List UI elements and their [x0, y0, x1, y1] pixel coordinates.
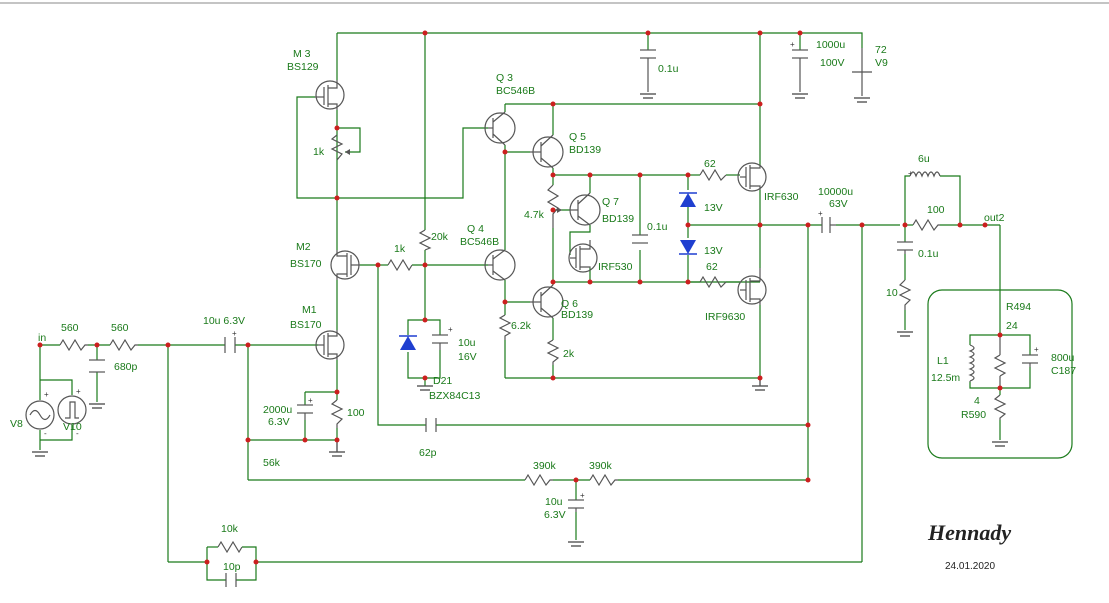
svg-text:+: + [1034, 345, 1039, 354]
zener-bot-label: 13V [704, 245, 723, 257]
polarity-marks: + + + + + + + + + - - + [44, 40, 1039, 500]
date-label: 24.01.2020 [945, 561, 995, 572]
q3-name: Q 3 [496, 72, 513, 84]
c01-top-label: 0.1u [658, 63, 679, 75]
r56k-label: 56k [263, 457, 281, 469]
r590-name: R590 [961, 409, 986, 421]
c680p-label: 680p [114, 361, 138, 373]
labels: M 3 BS129 1k Q 3 BC546B Q 5 BD139 4.7k Q… [10, 39, 1076, 573]
l1-name: L1 [937, 355, 949, 367]
l1-value: 12.5m [931, 372, 960, 384]
resistors [59, 134, 1007, 554]
inductor-6u-label: 6u [918, 153, 930, 165]
r-out100-label: 100 [927, 204, 945, 216]
m2-name: M2 [296, 241, 311, 253]
svg-text:+: + [448, 325, 453, 334]
c62p-label: 62p [419, 447, 437, 459]
r2k-label: 2k [563, 348, 575, 360]
pot-label: 4.7k [524, 209, 545, 221]
input-label: in [38, 332, 46, 344]
q5-type: BD139 [569, 144, 601, 156]
junction-dots [37, 30, 1003, 565]
wires [39, 32, 1031, 581]
r20k-label: 20k [431, 231, 449, 243]
q6-type: BD139 [561, 309, 593, 321]
c2000u-voltage: 6.3V [268, 416, 290, 428]
r10k-label: 10k [221, 523, 239, 535]
r390a-label: 390k [533, 460, 557, 472]
r62-bot-label: 62 [706, 261, 718, 273]
svg-text:+: + [790, 40, 795, 49]
capacitors [89, 49, 1038, 587]
svg-text:+: + [818, 209, 823, 218]
v10-label: V10 [63, 421, 82, 433]
c100v-label: 100V [820, 57, 845, 69]
svg-text:-: - [76, 429, 79, 438]
m3-type: BS129 [287, 61, 319, 73]
d21-name: D21 [433, 375, 452, 387]
c2000u-label: 2000u [263, 404, 292, 416]
grounds [32, 93, 1008, 547]
svg-text:+: + [76, 387, 81, 396]
m2-type: BS170 [290, 258, 322, 270]
r62-top-label: 62 [704, 158, 716, 170]
d21-type: BZX84C13 [429, 390, 481, 402]
r-gate-label: 1k [394, 243, 406, 255]
supply-name: V9 [875, 57, 888, 69]
c10000u-label: 10000u [818, 186, 853, 198]
c10u63-label: 10u 6.3V [203, 315, 245, 327]
supply-value: 72 [875, 44, 887, 56]
m1-type: BS170 [290, 319, 322, 331]
c187-name: C187 [1051, 365, 1076, 377]
m3-name: M 3 [293, 48, 311, 60]
irf630-type: IRF630 [764, 191, 799, 203]
v8-label: V8 [10, 418, 23, 430]
zener-diodes [399, 192, 697, 350]
r6k2-label: 6.2k [511, 320, 532, 332]
r100-src-label: 100 [347, 407, 365, 419]
signal-sources [25, 48, 872, 430]
c1000u-label: 1000u [816, 39, 845, 51]
c10u-label: 10u [458, 337, 476, 349]
m1-name: M1 [302, 304, 317, 316]
c16v-label: 16V [458, 351, 477, 363]
c01-out-label: 0.1u [918, 248, 939, 260]
r390b-label: 390k [589, 460, 613, 472]
svg-text:+: + [232, 329, 237, 338]
r590-value: 4 [974, 395, 980, 407]
c10u-fb-label: 10u [545, 496, 563, 508]
svg-text:+: + [580, 491, 585, 500]
q4-name: Q 4 [467, 223, 484, 235]
r10-label: 10 [886, 287, 898, 299]
q7-type: BD139 [602, 213, 634, 225]
r-in2-label: 560 [111, 322, 129, 334]
q6-name: Q 6 [561, 298, 578, 310]
q5-name: Q 5 [569, 131, 586, 143]
svg-text:+: + [44, 390, 49, 399]
c10000u-voltage: 63V [829, 198, 848, 210]
out2-label: out2 [984, 212, 1005, 224]
c01-mid-label: 0.1u [647, 221, 668, 233]
irf530-type: IRF530 [598, 261, 633, 273]
c187-value: 800u [1051, 352, 1075, 364]
c10p-label: 10p [223, 561, 241, 573]
q7-name: Q 7 [602, 196, 619, 208]
r-in1-label: 560 [61, 322, 79, 334]
zener-top-label: 13V [704, 202, 723, 214]
inductors [909, 171, 975, 382]
r494-name: R494 [1006, 301, 1031, 313]
r-m3-label: 1k [313, 146, 325, 158]
load-box [927, 289, 1073, 459]
r494-value: 24 [1006, 320, 1018, 332]
author-signature: Hennady [927, 520, 1011, 545]
svg-text:+: + [308, 396, 313, 405]
irf9630-type: IRF9630 [705, 311, 745, 323]
q3-type: BC546B [496, 85, 535, 97]
q4-type: BC546B [460, 236, 499, 248]
c10u-fb-voltage: 6.3V [544, 509, 566, 521]
transistors [315, 80, 767, 360]
svg-text:-: - [44, 429, 47, 438]
